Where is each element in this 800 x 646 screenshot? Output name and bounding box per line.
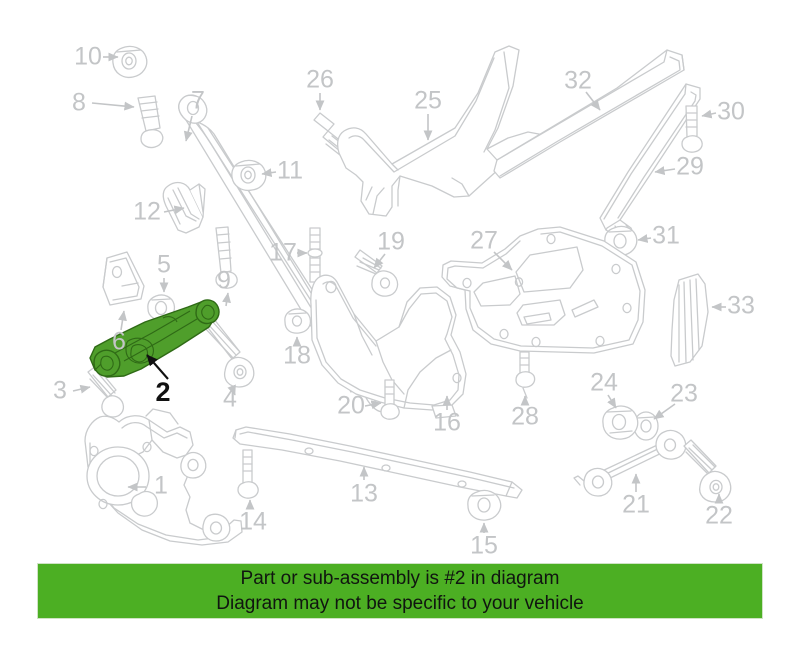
part-32-brace-bar [493,49,685,179]
callout-label-20: 20 [337,392,365,420]
callout-label-13: 13 [350,480,378,508]
part-3-bolt [87,365,125,418]
callout-label-17: 17 [269,239,297,267]
part-24-nut [602,405,639,440]
callout-label-22: 22 [705,502,733,530]
leader-3 [72,384,91,394]
callout-label-23: 23 [670,380,698,408]
part-20-bolt [380,379,400,420]
callout-label-25: 25 [414,87,442,115]
callout-label-15: 15 [470,532,498,560]
callout-label-7: 7 [191,87,205,115]
part-19-bolt [354,249,399,297]
callout-label-28: 28 [511,403,539,431]
info-banner: Part or sub-assembly is #2 in diagram Di… [37,563,763,619]
leader-9 [222,292,231,307]
leader-27 [493,251,513,271]
leader-24 [607,394,617,409]
leader-11 [261,168,277,178]
callout-label-29: 29 [676,153,704,181]
callout-label-31: 31 [652,222,680,250]
callout-label-33: 33 [727,292,755,320]
leader-4 [227,384,236,396]
callout-label-18: 18 [283,342,311,370]
callout-label-16: 16 [433,409,461,437]
callout-label-19: 19 [377,228,405,256]
callout-label-24: 24 [590,369,618,397]
part-25-subframe-crossmember [337,45,547,217]
callout-label-12: 12 [133,198,161,226]
leader-2-highlighted [146,354,169,380]
part-8-bolt [137,95,164,149]
leader-7 [183,115,193,142]
callout-label-8: 8 [72,89,86,117]
callout-label-32: 32 [564,67,592,95]
part-13-tie-bar [232,426,523,499]
part-22-bolt [683,439,732,503]
leader-30 [701,109,717,119]
callout-label-27: 27 [470,227,498,255]
part-18-nut [284,308,312,334]
part-12-bracket [162,181,206,234]
leader-19 [373,253,386,269]
part-10-nut [112,45,148,79]
banner-line-1: Part or sub-assembly is #2 in diagram [240,568,560,589]
part-17-stud-bolt [307,227,323,283]
part-23-washer [633,411,659,441]
part-11-nut [231,159,267,192]
callout-label-2: 2 [155,377,170,407]
part-30-bolt [681,105,703,153]
banner-line-2: Diagram may not be specific to your vehi… [216,593,584,614]
callout-label-1: 1 [154,472,168,500]
leader-23 [653,403,676,420]
callout-label-5: 5 [157,251,171,279]
part-27-skid-plate-shield [441,226,646,354]
leader-6 [118,310,127,331]
leader-8 [91,101,135,111]
part-6-bracket [102,251,145,306]
callout-label-4: 4 [223,385,237,413]
callout-label-11: 11 [277,157,303,185]
callout-label-9: 9 [217,267,231,295]
part-15-nut [467,489,502,521]
callout-label-3: 3 [53,377,67,405]
leader-12 [163,205,185,215]
leader-20 [364,400,382,410]
part-16-support-bracket [310,274,467,419]
leader-32 [585,91,601,111]
callout-label-26: 26 [306,66,334,94]
callout-label-21: 21 [622,491,650,519]
part-14-bolt [237,449,259,499]
callout-label-14: 14 [239,508,267,536]
callout-label-10: 10 [74,43,102,71]
part-9-bolt [215,226,238,289]
leader-31 [637,234,652,243]
part-2-lower-control-arm-highlighted [89,299,220,378]
callout-label-30: 30 [717,98,745,126]
part-29-brace-bar [599,83,701,242]
leader-29 [654,166,676,176]
callout-label-6: 6 [112,328,126,356]
part-4-bolt-with-washer [201,313,255,388]
part-33-air-deflector [670,273,709,367]
part-28-bolt [515,351,536,399]
part-21-stabilizer-link [573,429,687,497]
